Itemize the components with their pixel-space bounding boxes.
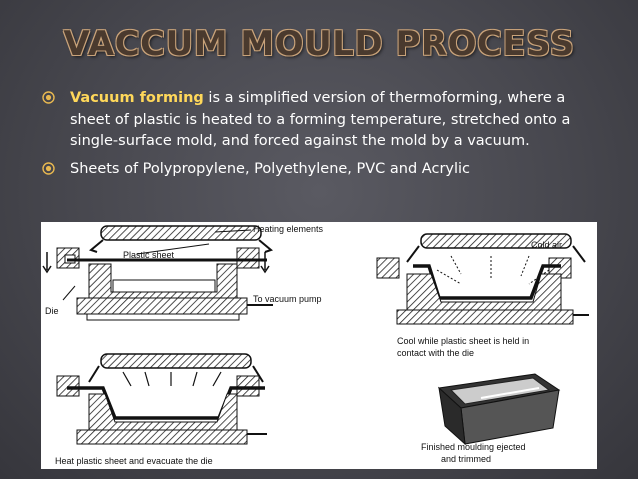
panel-finished: Finished moulding ejected and trimmed <box>421 373 561 464</box>
label-cold-air: Cold air <box>531 240 562 250</box>
bullet-text: Sheets of Polypropylene, Polyethylene, P… <box>70 160 471 177</box>
panel-heating: Heating elements Plastic sheet Die To va… <box>42 224 324 321</box>
target-bullet-icon <box>42 91 55 104</box>
label-finished-line-1: Finished moulding ejected <box>421 442 526 452</box>
label-cool-line-2: contact with the die <box>397 348 474 358</box>
bullet-item-vacuum-forming: Vacuum forming is a simplified version o… <box>40 88 600 153</box>
panel-evacuate: Heat plastic sheet and evacuate the die <box>55 353 267 466</box>
target-bullet-icon <box>42 161 55 175</box>
panel-cooling: Cold air Cool while plastic sheet is hel… <box>376 233 589 358</box>
process-illustration: Heating elements Plastic sheet Die To va… <box>42 224 589 466</box>
bullet-list: Vacuum forming is a simplified version o… <box>40 88 600 186</box>
label-finished-line-2: and trimmed <box>441 454 491 464</box>
label-cool-line-1: Cool while plastic sheet is held in <box>397 336 529 346</box>
bullet-text: is a simplified version of thermoforming… <box>70 90 571 149</box>
label-plastic-sheet: Plastic sheet <box>123 250 175 260</box>
label-die: Die <box>45 306 59 316</box>
bullet-term: Vacuum forming <box>70 90 204 106</box>
vacuum-forming-diagram: Heating elements Plastic sheet Die To va… <box>41 222 597 469</box>
slide-title: VACCUM MOULD PROCESS <box>63 24 575 64</box>
label-vacuum-pump: To vacuum pump <box>253 294 322 304</box>
bullet-item-sheet-materials: Sheets of Polypropylene, Polyethylene, P… <box>40 159 600 181</box>
label-heat-evacuate: Heat plastic sheet and evacuate the die <box>55 456 213 466</box>
label-heating-elements: Heating elements <box>253 224 324 234</box>
